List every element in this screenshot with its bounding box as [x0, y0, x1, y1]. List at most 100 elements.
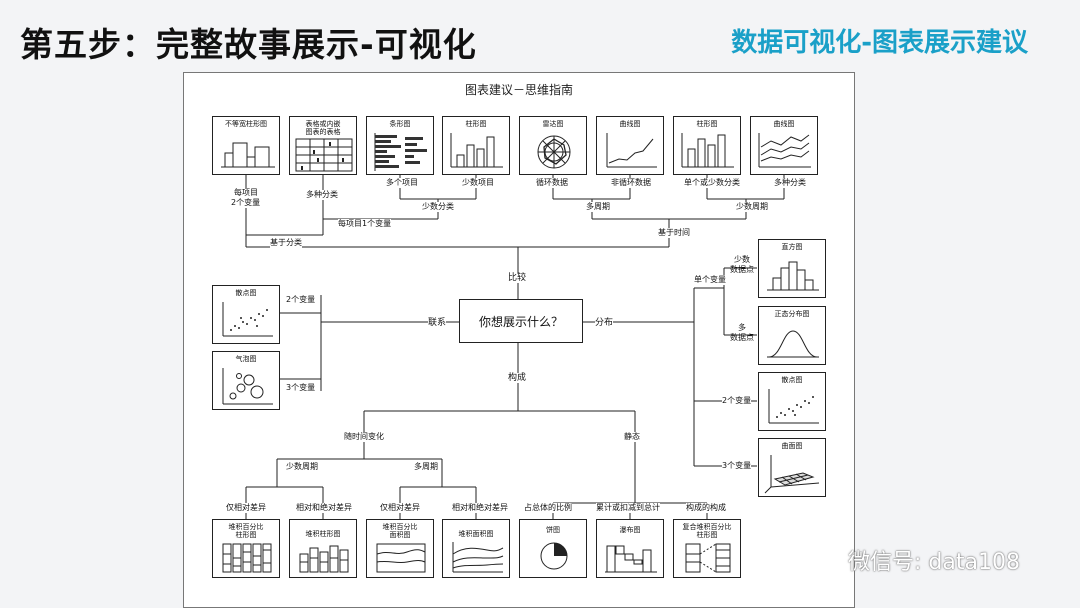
- watermark: 微信号: data108: [814, 544, 1020, 576]
- chart-box-normal-dist: 正态分布图: [758, 306, 826, 365]
- box-label: 气泡图: [235, 355, 257, 363]
- chart-box-stacked-column: 堆积柱形图: [289, 519, 357, 578]
- box-label: 复合堆积百分比 柱形图: [682, 523, 732, 539]
- chart-box-line-multi: 曲线图: [750, 116, 818, 175]
- chart-box-surface: 曲面图: [758, 438, 826, 497]
- label-component: 构成的构成: [686, 503, 726, 513]
- chart-selector-diagram: 图表建议－思维指南: [183, 72, 855, 608]
- radar-icon: [537, 135, 571, 169]
- chart-box-scatter-right: 散点图: [758, 372, 826, 431]
- chart-box-radar: 雷达图: [519, 116, 587, 175]
- box-label: 瀑布图: [619, 526, 641, 534]
- bar-icon: [374, 133, 427, 171]
- label-few-items: 少数项目: [462, 178, 494, 188]
- column-icon: [450, 133, 503, 168]
- label-left-two-vars: 2个变量: [286, 295, 316, 305]
- wechat-icon: [814, 549, 842, 571]
- label-right-two-vars: 2个变量: [722, 396, 752, 406]
- pie-icon: [540, 542, 568, 570]
- branch-compare: 比较: [508, 273, 527, 283]
- stacked-percent-area-icon: [376, 543, 426, 573]
- label-relative-only-1: 仅相对差异: [226, 503, 266, 513]
- box-label: 饼图: [546, 526, 560, 534]
- box-label: 堆积面积图: [458, 530, 494, 538]
- label-two-variables: 2个变量: [231, 198, 261, 208]
- box-label: 堆积百分比 面积图: [382, 523, 418, 539]
- label-few-class: 少数分类: [422, 202, 454, 212]
- chart-box-composite-stacked: 复合堆积百分比 柱形图: [673, 519, 741, 578]
- label-many-periods-bottom: 多周期: [414, 462, 438, 472]
- chart-box-table: 表格或内嵌 图表的表格: [289, 116, 357, 175]
- box-label: 散点图: [235, 289, 257, 297]
- label-accumulate: 累计或扣减到总计: [596, 503, 660, 513]
- scatter-icon: [768, 389, 819, 424]
- bubble-icon: [222, 368, 273, 405]
- label-left-three-vars: 3个变量: [286, 383, 316, 393]
- label-by-class: 基于分类: [270, 238, 302, 248]
- chart-box-stacked-percent-area: 堆积百分比 面积图: [366, 519, 434, 578]
- variable-width-column-icon: [221, 142, 275, 168]
- chart-box-column-few: 柱形图: [442, 116, 510, 175]
- center-question: 你想展示什么？: [459, 299, 583, 343]
- waterfall-icon: [605, 545, 657, 573]
- branch-relation: 联系: [428, 318, 447, 328]
- label-many-periods: 多周期: [586, 202, 610, 212]
- multi-line-icon: [758, 133, 811, 168]
- page-subtitle: 数据可视化-图表展示建议: [731, 28, 1028, 58]
- chart-box-stacked-percent-column: 堆积百分比 柱形图: [212, 519, 280, 578]
- box-label: 表格或内嵌 图表的表格: [305, 120, 341, 136]
- box-label: 散点图: [781, 376, 803, 384]
- chart-box-variable-width-column: 不等宽柱形图: [212, 116, 280, 175]
- label-relative-only-2: 仅相对差异: [380, 503, 420, 513]
- box-label: 直方图: [781, 243, 803, 251]
- table-icon: [295, 138, 353, 172]
- surface-icon: [764, 455, 820, 494]
- histogram-icon: [767, 261, 819, 291]
- label-multi-class: 多种分类: [306, 190, 338, 200]
- chart-box-bar: 条形图: [366, 116, 434, 175]
- stacked-percent-column-icon: [222, 543, 272, 573]
- branch-distribution: 分布: [595, 318, 614, 328]
- label-cyclic: 循环数据: [536, 178, 568, 188]
- chart-box-pie: 饼图: [519, 519, 587, 578]
- scatter-icon: [222, 302, 273, 337]
- stacked-column-icon: [299, 545, 349, 573]
- box-label: 堆积百分比 柱形图: [228, 523, 264, 539]
- chart-box-bubble: 气泡图: [212, 351, 280, 410]
- label-over-time: 随时间变化: [344, 432, 384, 442]
- line-chart-icon: [606, 133, 657, 168]
- label-few-periods-bottom: 少数周期: [286, 462, 318, 472]
- chart-box-scatter-left: 散点图: [212, 285, 280, 344]
- label-multi-class-2: 多种分类: [774, 178, 806, 188]
- label-by-time: 基于时间: [658, 228, 690, 238]
- label-single-or-few: 单个或少数分类: [684, 178, 740, 188]
- box-label: 柱形图: [696, 120, 718, 128]
- chart-box-waterfall: 瀑布图: [596, 519, 664, 578]
- box-label: 曲线图: [773, 120, 795, 128]
- label-few-periods: 少数周期: [736, 202, 768, 212]
- box-label: 条形图: [389, 120, 411, 128]
- page-title: 第五步：完整故事展示-可视化: [20, 25, 477, 64]
- stacked-area-icon: [452, 542, 504, 573]
- label-right-three-vars: 3个变量: [722, 461, 752, 471]
- label-each-item: 每项目: [234, 188, 258, 198]
- label-few-data-points: 少数 数据点: [730, 255, 754, 274]
- label-each-item-one-var: 每项目1个变量: [338, 219, 392, 229]
- box-label: 堆积柱形图: [305, 530, 341, 538]
- watermark-text: 微信号: data108: [848, 550, 1020, 575]
- normal-curve-icon: [767, 330, 819, 358]
- chart-box-column-single: 柱形图: [673, 116, 741, 175]
- box-label: 雷达图: [542, 120, 564, 128]
- label-noncyclic: 非循环数据: [611, 178, 651, 188]
- chart-box-stacked-area: 堆积面积图: [442, 519, 510, 578]
- column-icon: [681, 133, 734, 168]
- label-relative-absolute-1: 相对和绝对差异: [296, 503, 352, 513]
- box-label: 正态分布图: [774, 310, 810, 318]
- label-many-data-points: 多 数据点: [730, 323, 754, 342]
- branch-composition: 构成: [508, 373, 527, 383]
- chart-box-histogram: 直方图: [758, 239, 826, 298]
- chart-box-line-noncyclic: 曲线图: [596, 116, 664, 175]
- connector-lines: [245, 175, 785, 519]
- label-static: 静态: [624, 432, 640, 442]
- label-many-items: 多个项目: [386, 178, 418, 188]
